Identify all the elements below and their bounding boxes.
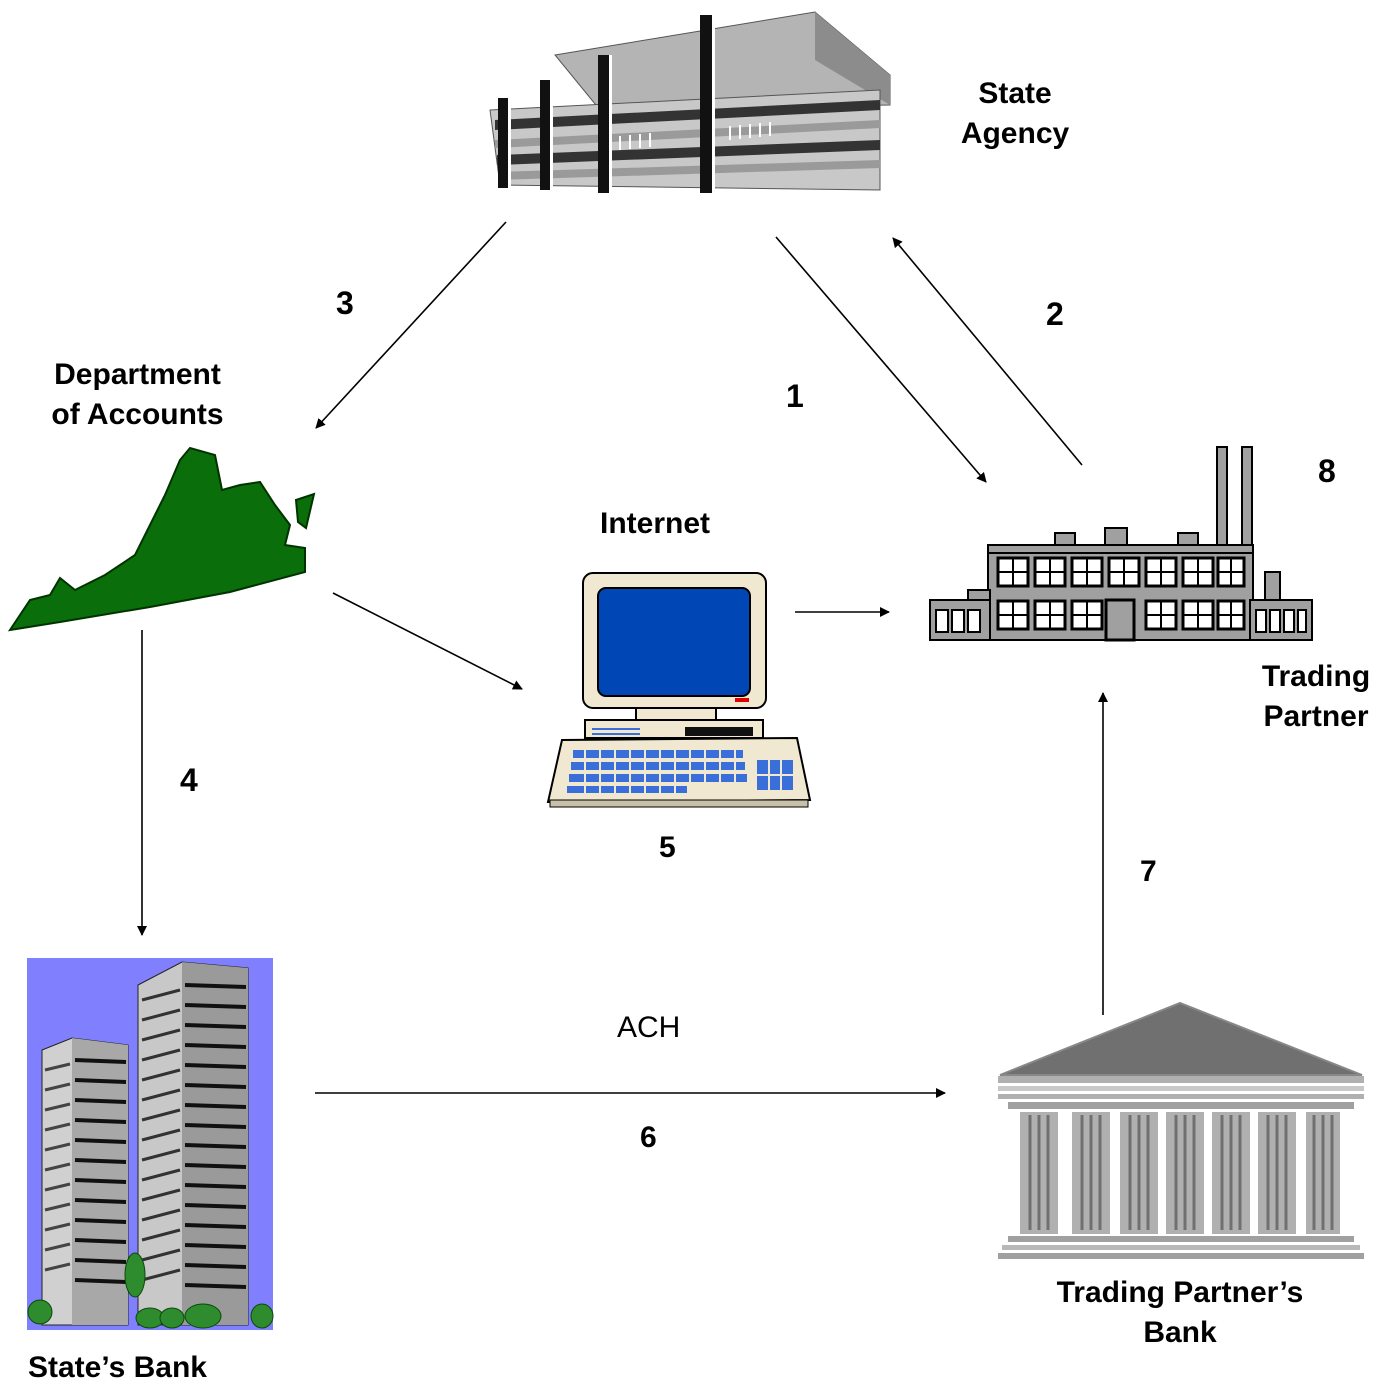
trading-partner-label: Trading Partner [1250,657,1382,737]
arrow-step-3 [315,221,507,429]
step-2-label: 2 [1046,296,1064,332]
ach-label: ACH [617,1011,681,1044]
state-agency-label-line1: State [978,77,1052,110]
trading-partner-label-line2: Partner [1263,700,1369,733]
step-8-label: 8 [1318,453,1336,489]
state-agency-label: State Agency [950,74,1080,154]
arrows [137,221,1108,1098]
state-agency-label-line2: Agency [960,117,1070,150]
dept-accounts-label: Department of Accounts [35,355,240,435]
states-bank-icon [27,958,274,1330]
step-4-label: 4 [180,762,198,798]
arrow-accounts-to-internet [332,592,523,690]
internet-label: Internet [600,507,711,540]
dept-accounts-label-line1: Department [54,358,221,391]
computer-icon [546,572,812,808]
arrow-step-2 [892,237,1083,466]
tp-bank-label-line2: Bank [1143,1316,1217,1349]
virginia-map-icon [7,446,316,632]
bank-building-icon [998,1001,1364,1259]
step-5-label: 5 [659,831,676,864]
state-agency-building-icon [489,11,891,193]
tp-bank-label-line1: Trading Partner’s [1056,1276,1304,1309]
trading-partner-label-line1: Trading [1261,660,1371,693]
step-3-label: 3 [336,285,354,321]
dept-accounts-label-line2: of Accounts [51,398,224,431]
tp-bank-label: Trading Partner’s Bank [1030,1273,1330,1353]
step-7-label: 7 [1140,855,1157,888]
factory-icon [929,446,1313,642]
states-bank-label: State’s Bank [28,1351,207,1384]
step-1-label: 1 [786,378,804,414]
step-6-label: 6 [640,1121,657,1154]
arrow-step-1 [775,236,987,483]
